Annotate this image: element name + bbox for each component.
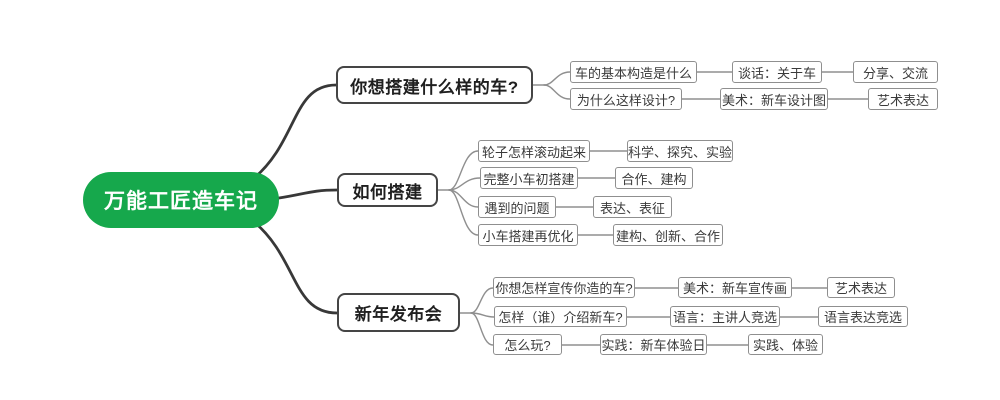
topic-node-1-2-a[interactable]: 为什么这样设计? <box>570 88 682 110</box>
topic-node-3-3-a[interactable]: 怎么玩? <box>493 334 562 355</box>
topic-node-1-1-a[interactable]: 车的基本构造是什么 <box>570 61 697 83</box>
topic-node-2-4-b[interactable]: 建构、创新、合作 <box>613 224 723 246</box>
topic-node-1-1-c[interactable]: 分享、交流 <box>853 61 938 83</box>
topic-node-3-2-a[interactable]: 怎样（谁）介绍新车? <box>494 306 627 327</box>
root-topic-node[interactable]: 万能工匠造车记 <box>83 172 279 228</box>
topic-node-1-2-c[interactable]: 艺术表达 <box>868 88 938 110</box>
topic-node-1-1-b[interactable]: 谈话：关于车 <box>732 61 822 83</box>
topic-node-3-1-a[interactable]: 你想怎样宣传你造的车? <box>493 277 635 298</box>
topic-node-2-3-b[interactable]: 表达、表征 <box>593 196 672 218</box>
topic-node-2-1-a[interactable]: 轮子怎样滚动起来 <box>478 140 590 162</box>
topic-node-2-2-a[interactable]: 完整小车初搭建 <box>480 167 578 189</box>
topic-node-2-4-a[interactable]: 小车搭建再优化 <box>478 224 578 246</box>
topic-node-2-1-b[interactable]: 科学、探究、实验 <box>627 140 733 162</box>
branch-node-3[interactable]: 新年发布会 <box>337 293 460 332</box>
topic-node-3-2-c[interactable]: 语言表达竞选 <box>818 306 908 327</box>
topic-node-1-2-b[interactable]: 美术：新车设计图 <box>720 88 828 110</box>
topic-node-3-2-b[interactable]: 语言：主讲人竞选 <box>670 306 780 327</box>
topic-node-3-3-b[interactable]: 实践：新车体验日 <box>600 334 707 355</box>
branch-node-2[interactable]: 如何搭建 <box>337 173 438 207</box>
branch-node-1[interactable]: 你想搭建什么样的车? <box>336 66 533 104</box>
topic-node-2-2-b[interactable]: 合作、建构 <box>615 167 693 189</box>
topic-node-3-3-c[interactable]: 实践、体验 <box>748 334 823 355</box>
topic-node-3-1-b[interactable]: 美术：新车宣传画 <box>678 277 792 298</box>
topic-node-2-3-a[interactable]: 遇到的问题 <box>478 196 556 218</box>
topic-node-3-1-c[interactable]: 艺术表达 <box>827 277 895 298</box>
